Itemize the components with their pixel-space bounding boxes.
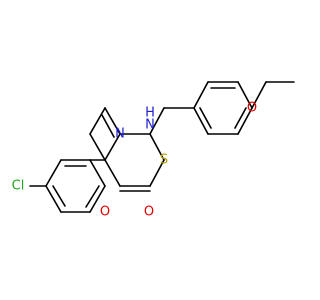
chlorine-label: Cl [12, 179, 25, 194]
bond [89, 133, 106, 161]
molecule-canvas: Cl N H N S O O O [11, 81, 295, 220]
bonds [29, 81, 295, 213]
bond [199, 107, 212, 129]
bond [104, 133, 121, 161]
thiazole-nitrogen-label: N [115, 127, 125, 142]
bond [104, 159, 121, 187]
bond [193, 81, 209, 109]
bond [104, 107, 121, 135]
bond [234, 107, 247, 129]
bond [89, 107, 106, 135]
bond [193, 107, 209, 135]
ether-oxygen-label: O [247, 101, 257, 116]
bond [149, 107, 165, 135]
bond [149, 159, 165, 187]
amine-hydrogen-label: H [145, 106, 155, 121]
bond [85, 185, 100, 208]
bond [89, 159, 106, 187]
bond [89, 185, 106, 213]
bond [101, 114, 115, 138]
bond [251, 81, 267, 109]
amine-nitrogen-label: N [145, 118, 155, 133]
atom-labels: Cl N H N S O O O [12, 101, 257, 220]
carbonyl-oxygen-label: O [144, 205, 154, 220]
bond [52, 185, 66, 207]
bond [45, 159, 62, 187]
bond [149, 133, 165, 161]
bond [237, 107, 253, 135]
bond [45, 185, 62, 213]
molecule-structure: Cl N H N S O O O [12, 81, 295, 220]
thiazole-sulfur-label: S [160, 153, 168, 168]
lactone-oxygen-label: O [100, 205, 110, 220]
bond [237, 81, 253, 109]
